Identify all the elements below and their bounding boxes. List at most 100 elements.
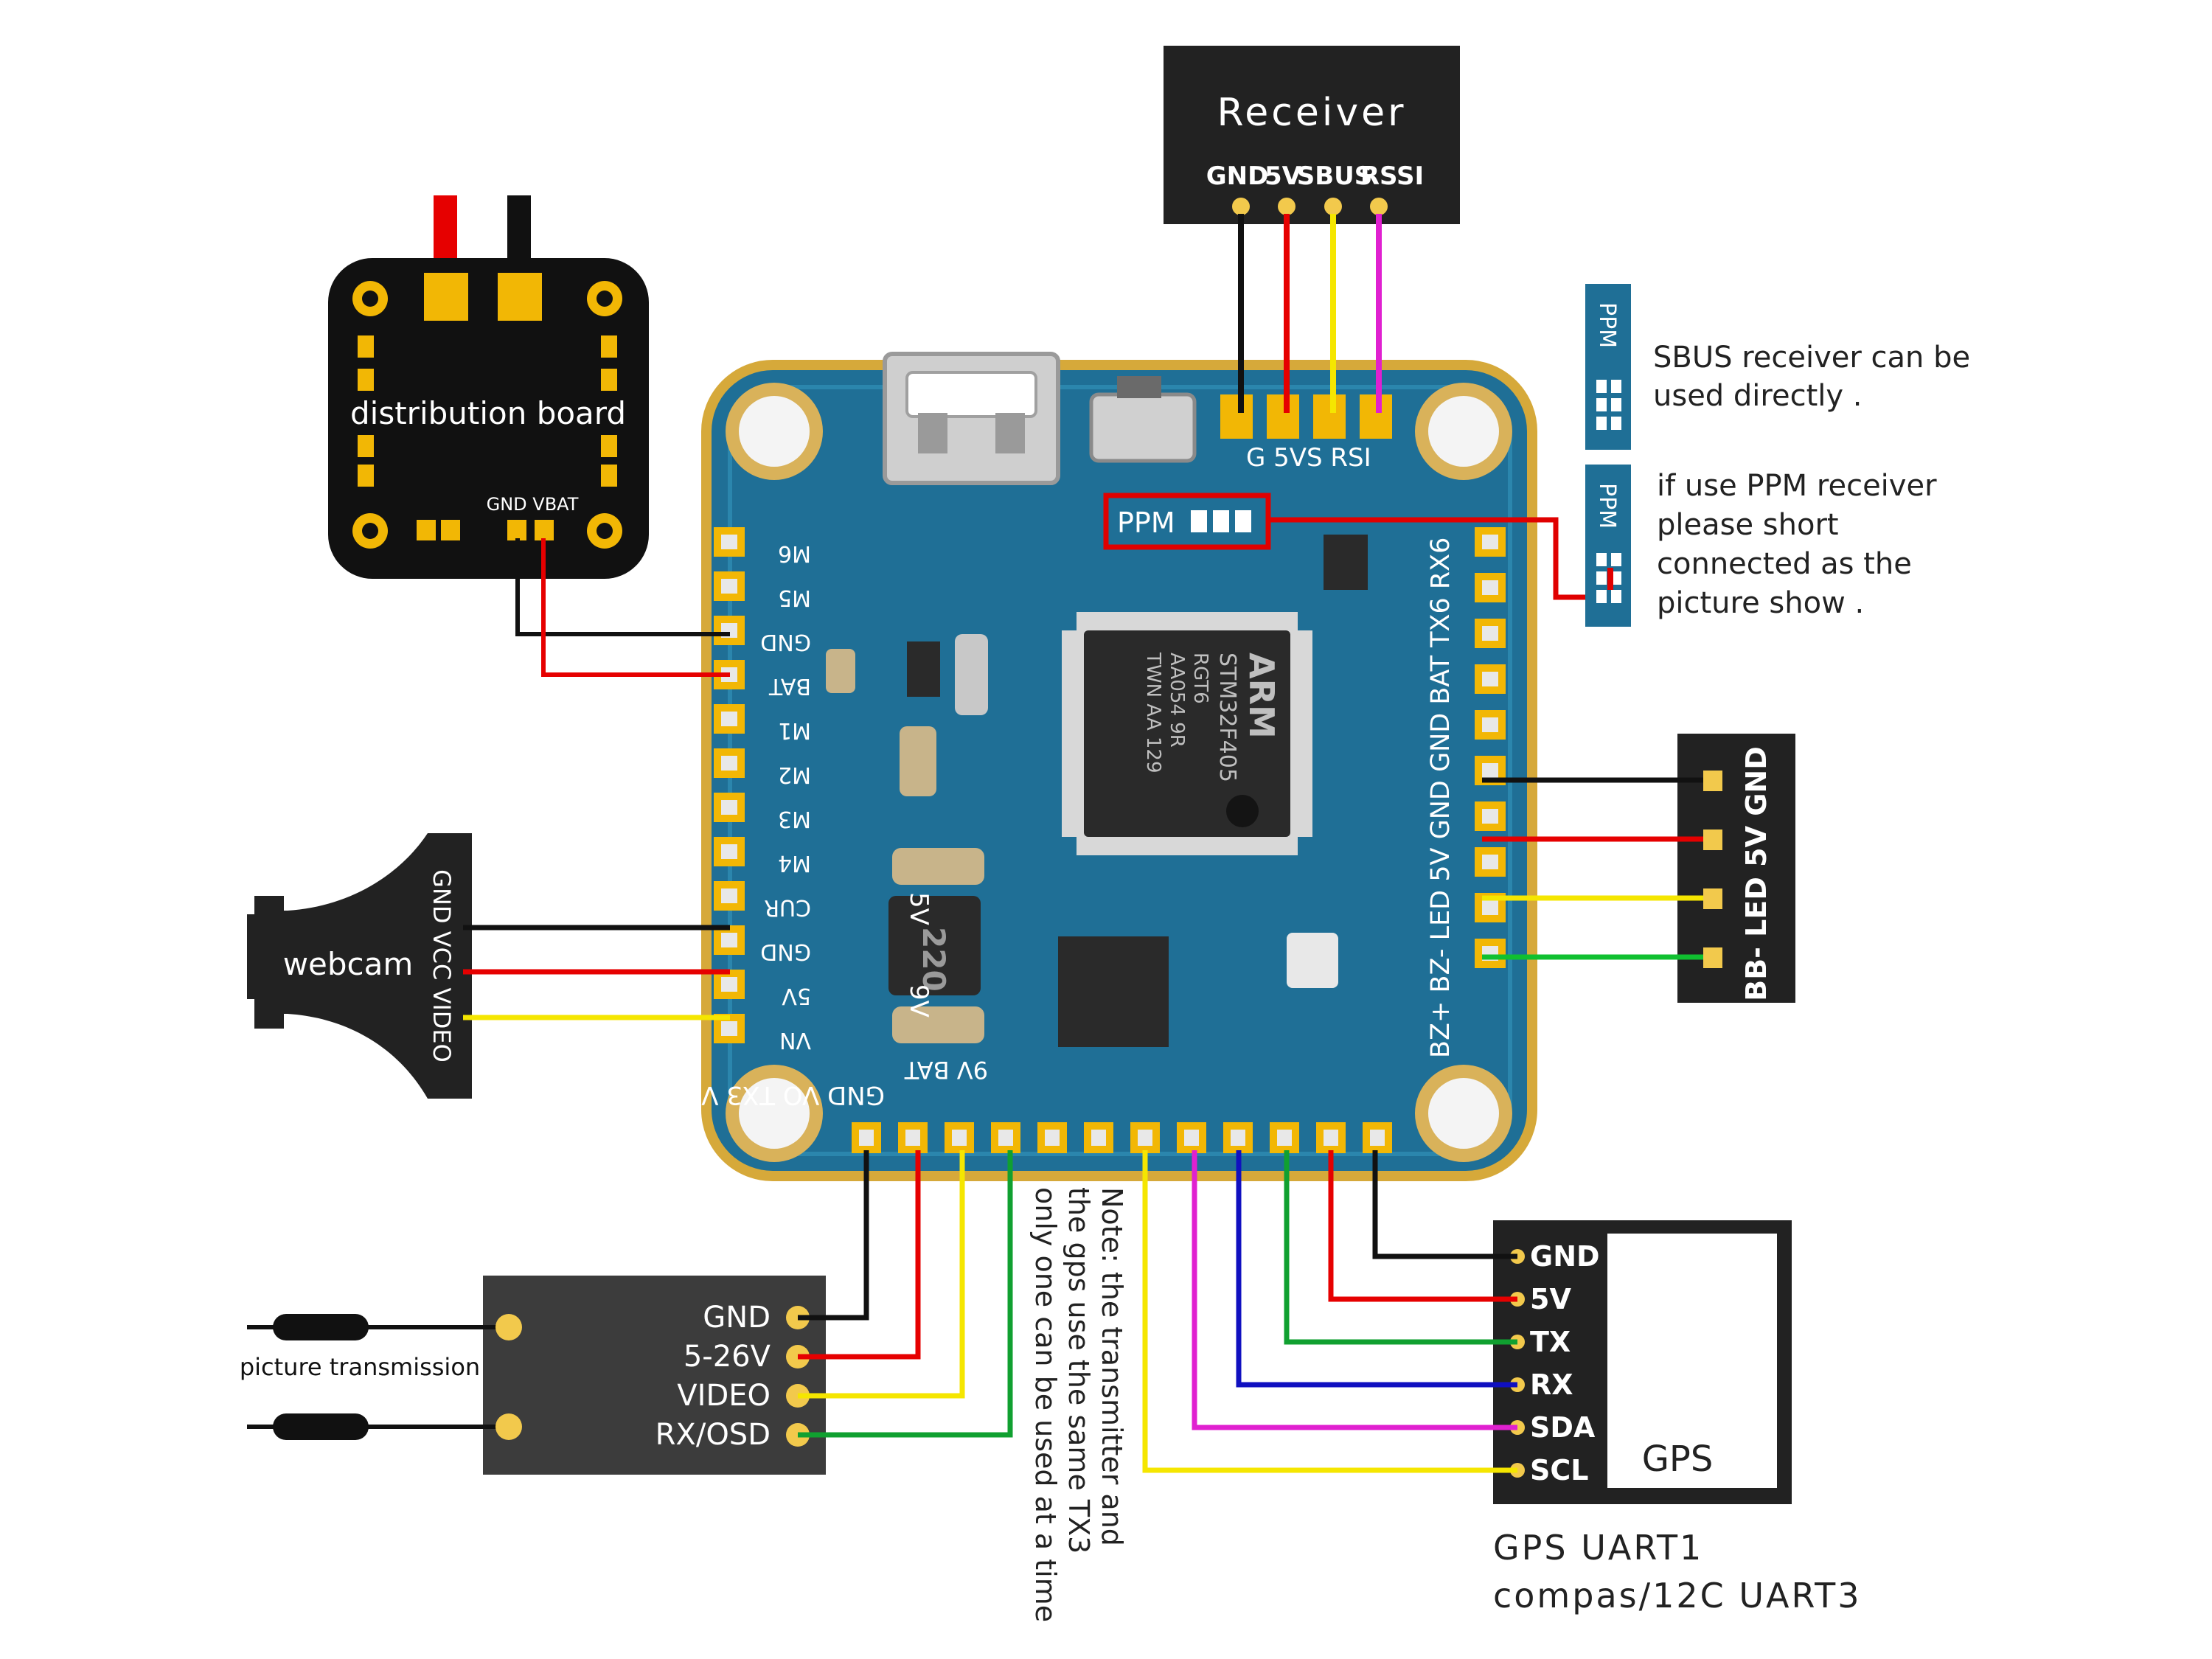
mount-hole-br — [1415, 1065, 1512, 1162]
bottom-pad-hole — [1277, 1130, 1292, 1146]
mcu-part-text: STM32F405 — [1214, 653, 1240, 782]
left-pad-label: M6 — [778, 540, 811, 566]
gps-pin-5v: 5V — [1530, 1283, 1571, 1315]
crystal — [955, 634, 988, 715]
left-pad-hole — [721, 712, 737, 726]
mcu-brand-text: ARM — [1242, 653, 1281, 739]
webcam-label: webcam — [283, 946, 414, 982]
receiver-title: Receiver — [1217, 91, 1407, 135]
transmitter-note-line1: Note: the transmitter and — [1096, 1187, 1128, 1546]
board-right-pad-labels: BZ+ BZ- LED 5V GND GND BAT TX6 RX6 — [1426, 538, 1455, 1058]
left-pad-label: CUR — [764, 894, 811, 920]
webcam-wires — [463, 925, 730, 1020]
board-bottom-pad-labels: GND VO TX3 VO G 3.3V TX3 RX3 TX1 RX1 5V … — [291, 1080, 885, 1110]
bottom-pad-hole — [1231, 1130, 1245, 1146]
right-pad-hole — [1482, 626, 1498, 641]
inductor: 220 — [888, 896, 981, 995]
bottom-pad-hole — [905, 1130, 920, 1146]
left-pad-hole — [721, 579, 737, 594]
left-pad-label: M3 — [778, 806, 811, 832]
distribution-wires — [515, 538, 730, 677]
led-header-pins-label: BB- LED 5V GND — [1740, 746, 1773, 1001]
left-pad-hole — [721, 888, 737, 903]
right-pad-hole — [1482, 580, 1498, 595]
left-pad-hole — [721, 977, 737, 992]
gps-label: GPS — [1642, 1439, 1714, 1480]
left-pad-hole — [721, 800, 737, 815]
vtx-pin-power: 5-26V — [684, 1340, 771, 1374]
regulator-labels: 5V 9V — [904, 892, 933, 1018]
boot-button — [1089, 376, 1197, 463]
receiver-module: Receiver GND 5V SBUS RSSI — [1164, 46, 1460, 224]
left-pad-label: 5V — [782, 983, 811, 1009]
transmitter-note-line2: the gps use the same TX3 — [1062, 1187, 1095, 1554]
vtx-pin-video: VIDEO — [677, 1379, 771, 1413]
gps-pin-sda: SDA — [1530, 1411, 1596, 1444]
distribution-board-pads-label: GND VBAT — [487, 494, 579, 515]
usb-connector — [883, 352, 1060, 485]
vtx-label: picture transmission — [240, 1353, 480, 1381]
ppm-note-line3: connected as the — [1657, 547, 1912, 581]
inductor-label: 220 — [916, 927, 952, 992]
video-transmitter: picture transmission GND 5-26V VIDEO RX/… — [240, 1276, 826, 1475]
transmitter-note-line3: only one can be used at a time — [1029, 1187, 1062, 1622]
flight-controller-board: G 5VS RSI PPM ARM STM32F405 RGT6 AA054 9… — [291, 352, 1604, 1181]
gyro-chip — [1058, 936, 1169, 1047]
ppm-note-line1: if use PPM receiver — [1657, 469, 1937, 503]
receiver-wires — [1238, 214, 1382, 413]
bottom-pad-hole — [1091, 1130, 1106, 1146]
ppm-pad-label: PPM — [1594, 483, 1620, 529]
sbus-ppm-pad-illustration: PPM PPM — [1585, 284, 1631, 627]
mcu-line3-text: AA054 9R — [1166, 653, 1188, 748]
gps-pin-scl: SCL — [1530, 1454, 1588, 1486]
left-pad-hole — [721, 1021, 737, 1036]
board-top-pad-labels: G 5VS RSI — [1246, 443, 1371, 473]
gps-wires — [1142, 1150, 1517, 1473]
gps-caption-line2: compas/12C UART3 — [1493, 1576, 1862, 1615]
bottom-pad-hole — [1370, 1130, 1385, 1146]
left-pad-label: M2 — [778, 762, 811, 787]
vtx-wires — [798, 1150, 1013, 1438]
right-pad-hole — [1482, 763, 1498, 778]
distribution-board-label: distribution board — [350, 395, 626, 431]
bottom-pad-hole — [1138, 1130, 1152, 1146]
left-pad-hole — [721, 844, 737, 859]
capacitor — [892, 848, 984, 885]
left-pad-label: GND — [760, 629, 811, 655]
stm32-mcu-chip: ARM STM32F405 RGT6 AA054 9R TWN AA 129 — [1062, 612, 1312, 855]
bottom-pad-hole — [1045, 1130, 1060, 1146]
receiver-pin-rssi: RSSI — [1360, 161, 1424, 191]
bottom-pad-hole — [859, 1130, 874, 1146]
ppm-note-line2: please short — [1657, 508, 1839, 542]
regulator-bat-label: 9V BAT — [904, 1056, 988, 1084]
small-ic — [907, 641, 940, 697]
bottom-pad-hole — [1184, 1130, 1199, 1146]
bottom-pad-row — [852, 1122, 1392, 1153]
right-pad-column — [1475, 527, 1506, 968]
vtx-pin-rxosd: RX/OSD — [655, 1418, 771, 1452]
left-pad-label: BAT — [768, 673, 811, 699]
left-pad-label: VN — [779, 1027, 811, 1053]
led-header: BB- LED 5V GND — [1677, 734, 1795, 1003]
capacitor — [900, 726, 936, 796]
webcam-pins-label: GND VCC VIDEO — [428, 869, 456, 1062]
mcu-line4-text: TWN AA 129 — [1142, 652, 1164, 773]
distribution-board: distribution board GND VBAT — [328, 195, 649, 579]
gps-module: GPS GND 5V TX RX SDA SCL — [1493, 1220, 1792, 1504]
left-pad-label: GND — [760, 939, 811, 964]
right-pad-hole — [1482, 855, 1498, 869]
sbus-pad-label: PPM — [1594, 302, 1620, 348]
receiver-pin-5v: 5V — [1265, 161, 1302, 191]
left-pad-label: M1 — [778, 717, 811, 743]
webcam-module: webcam GND VCC VIDEO — [247, 833, 472, 1099]
right-pad-hole — [1482, 672, 1498, 686]
left-pad-hole — [721, 535, 737, 549]
right-pad-hole — [1482, 535, 1498, 549]
vtx-pin-gnd: GND — [703, 1301, 771, 1335]
left-pad-label: M4 — [778, 850, 811, 876]
left-pad-hole — [721, 933, 737, 947]
bottom-pad-hole — [998, 1130, 1013, 1146]
baro-chip — [1287, 933, 1338, 988]
gps-pin-rx: RX — [1530, 1368, 1573, 1401]
